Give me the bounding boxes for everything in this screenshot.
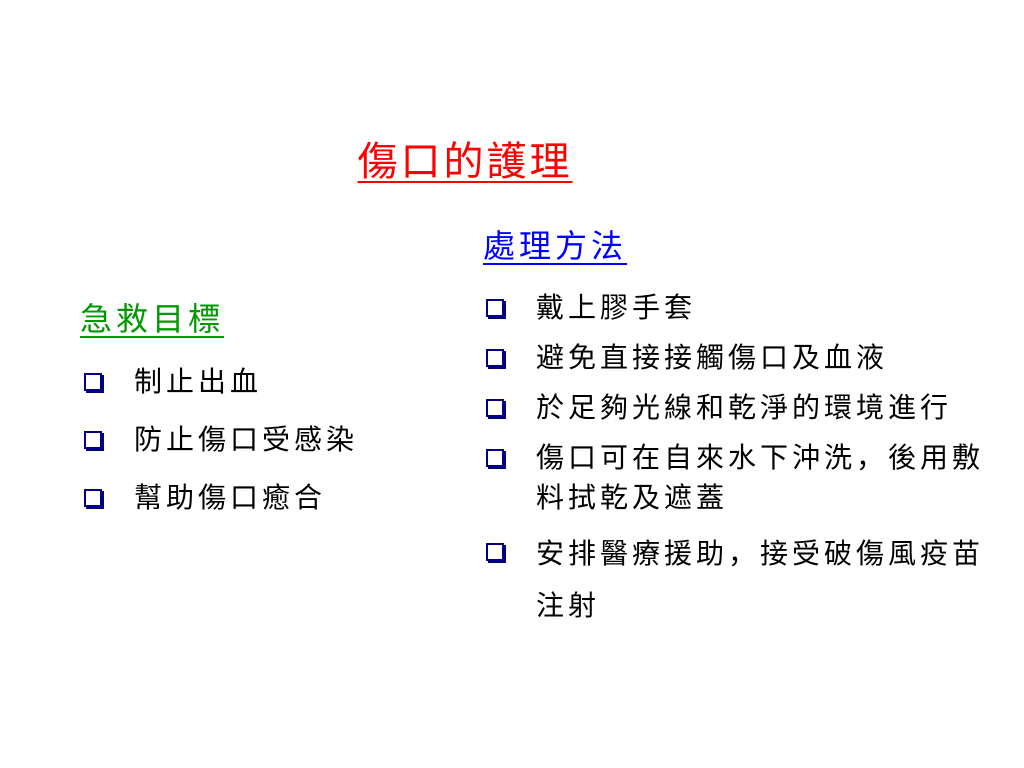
list-item: 幫助傷口癒合 [82,478,442,518]
list-item: 安排醫療援助，接受破傷風疫苗注射 [484,528,984,632]
list-item-text: 防止傷口受感染 [134,423,359,456]
list-item: 傷口可在自來水下沖洗，後用敷料拭乾及遮蓋 [484,438,984,518]
square-bullet-icon [84,489,102,507]
list-item-text: 戴上膠手套 [536,291,697,324]
square-bullet-icon [84,373,102,391]
square-bullet-icon [486,299,504,317]
square-bullet-icon [486,543,504,561]
list-item-text: 傷口可在自來水下沖洗，後用敷料拭乾及遮蓋 [536,441,985,514]
list-item: 制止出血 [82,362,442,402]
treatment-methods-heading: 處理方法 [483,227,628,265]
slide-title: 傷口的護理 [0,138,930,186]
list-item-text: 避免直接接觸傷口及血液 [536,341,889,374]
list-item-text: 幫助傷口癒合 [134,481,327,514]
slide-title-text: 傷口的護理 [357,139,573,185]
first-aid-goals-list: 制止出血 防止傷口受感染 幫助傷口癒合 [82,362,442,536]
list-item: 避免直接接觸傷口及血液 [484,338,984,378]
list-item: 戴上膠手套 [484,288,984,328]
list-item: 防止傷口受感染 [82,420,442,460]
list-item-text: 於足夠光線和乾淨的環境進行 [536,391,953,424]
first-aid-goals-heading: 急救目標 [80,300,225,338]
square-bullet-icon [486,349,504,367]
treatment-methods-list: 戴上膠手套 避免直接接觸傷口及血液 於足夠光線和乾淨的環境進行 傷口可在自來水下… [484,288,984,642]
list-item-text: 安排醫療援助，接受破傷風疫苗注射 [536,537,985,622]
square-bullet-icon [486,399,504,417]
list-item-text: 制止出血 [134,365,263,398]
square-bullet-icon [486,449,504,467]
square-bullet-icon [84,431,102,449]
list-item: 於足夠光線和乾淨的環境進行 [484,388,984,428]
